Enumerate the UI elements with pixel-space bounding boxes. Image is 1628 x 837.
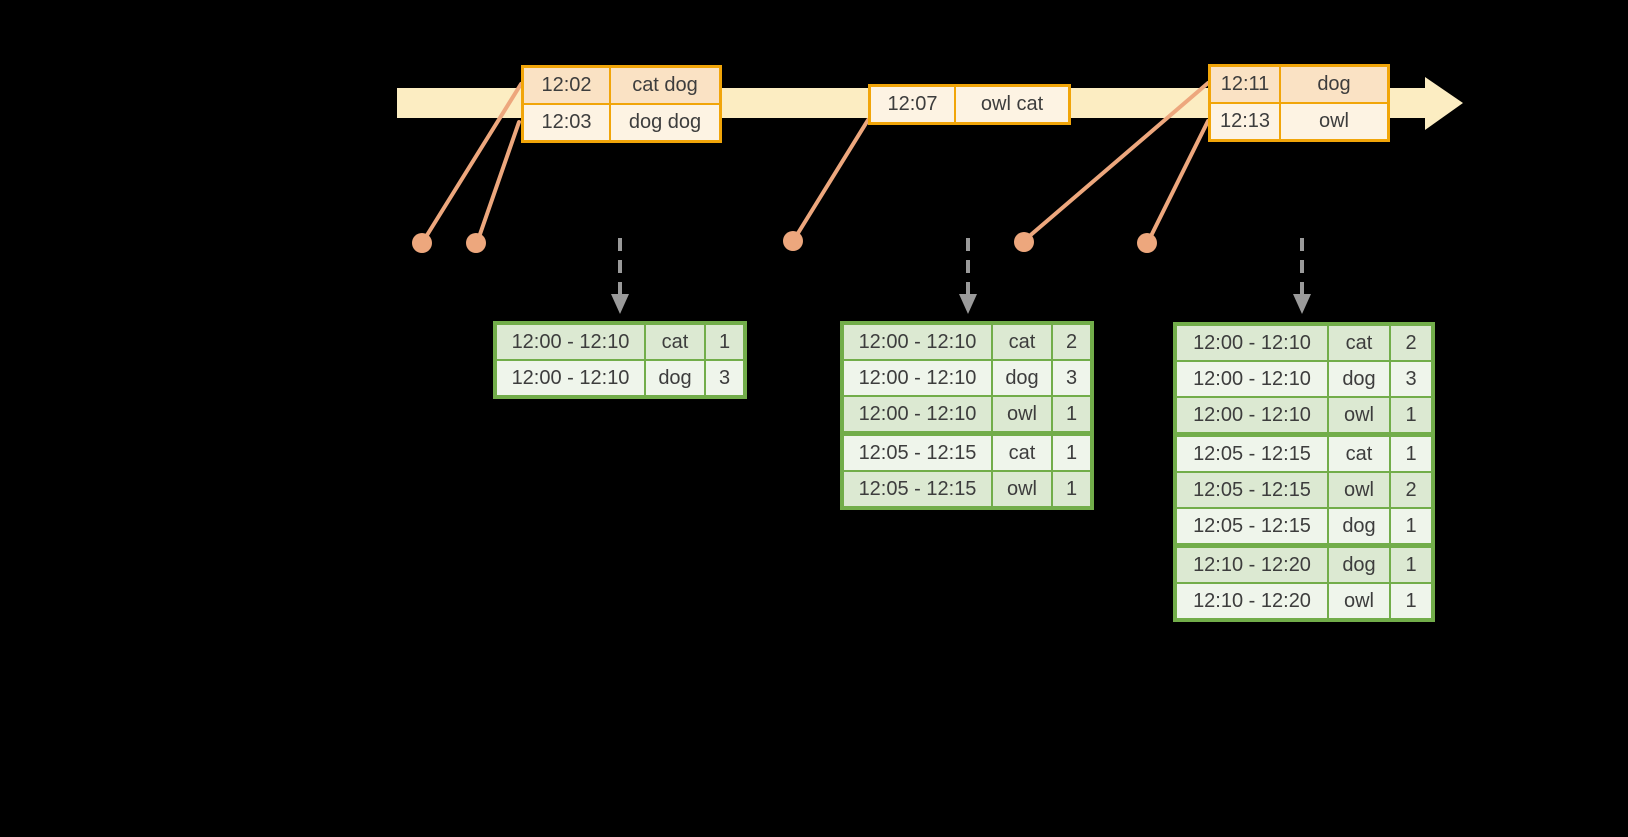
cell-key: owl bbox=[1329, 398, 1389, 432]
cell-words: owl cat bbox=[956, 87, 1068, 122]
cell-count: 2 bbox=[1391, 326, 1431, 360]
cell-key: dog bbox=[1329, 509, 1389, 543]
cell-key: cat bbox=[646, 325, 704, 359]
cell-key: cat bbox=[993, 436, 1051, 470]
timeline-arrowhead-icon bbox=[1425, 77, 1463, 130]
cell-count: 1 bbox=[1053, 436, 1090, 470]
event-connector-lines bbox=[422, 81, 1210, 242]
event-dot-icon bbox=[1014, 232, 1034, 252]
cell-count: 1 bbox=[1391, 398, 1431, 432]
event-dot-icon bbox=[412, 233, 432, 253]
event-dot-icon bbox=[466, 233, 486, 253]
cell-count: 3 bbox=[706, 361, 743, 395]
connector-line bbox=[476, 120, 521, 242]
cell-key: cat bbox=[1329, 437, 1389, 471]
trigger-arrowhead-icon bbox=[611, 294, 629, 314]
cell-count: 2 bbox=[1391, 473, 1431, 507]
cell-count: 1 bbox=[1391, 509, 1431, 543]
connector-line bbox=[1024, 81, 1210, 241]
cell-key: owl bbox=[993, 472, 1051, 506]
cell-key: cat bbox=[1329, 326, 1389, 360]
trigger-arrowhead-icon bbox=[1293, 294, 1311, 314]
cell-key: owl bbox=[1329, 584, 1389, 618]
cell-time: 12:13 bbox=[1211, 104, 1279, 139]
connector-line bbox=[422, 82, 523, 242]
cell-count: 3 bbox=[1391, 362, 1431, 396]
cell-key: dog bbox=[993, 361, 1051, 395]
event-dot-icon bbox=[783, 231, 803, 251]
cell-time: 12:02 bbox=[524, 68, 609, 103]
cell-key: owl bbox=[993, 397, 1051, 431]
cell-window: 12:00 - 12:10 bbox=[844, 361, 991, 395]
cell-window: 12:05 - 12:15 bbox=[1177, 437, 1327, 471]
cell-words: cat dog bbox=[611, 68, 719, 103]
cell-count: 1 bbox=[1391, 584, 1431, 618]
cell-window: 12:00 - 12:10 bbox=[844, 325, 991, 359]
cell-key: dog bbox=[1329, 362, 1389, 396]
cell-key: owl bbox=[1329, 473, 1389, 507]
event-dots bbox=[412, 231, 1157, 253]
cell-window: 12:00 - 12:10 bbox=[1177, 362, 1327, 396]
cell-time: 12:11 bbox=[1211, 67, 1279, 102]
cell-key: dog bbox=[1329, 548, 1389, 582]
cell-count: 2 bbox=[1053, 325, 1090, 359]
trigger-arrowhead-icon bbox=[959, 294, 977, 314]
cell-words: dog dog bbox=[611, 105, 719, 140]
cell-window: 12:00 - 12:10 bbox=[844, 397, 991, 431]
cell-words: owl bbox=[1281, 104, 1387, 139]
cell-window: 12:05 - 12:15 bbox=[844, 436, 991, 470]
cell-time: 12:03 bbox=[524, 105, 609, 140]
cell-window: 12:00 - 12:10 bbox=[497, 325, 644, 359]
cell-window: 12:00 - 12:10 bbox=[1177, 398, 1327, 432]
cell-window: 12:05 - 12:15 bbox=[1177, 473, 1327, 507]
connector-line bbox=[1147, 119, 1210, 242]
cell-count: 1 bbox=[1053, 472, 1090, 506]
cell-count: 1 bbox=[1391, 548, 1431, 582]
cell-key: cat bbox=[993, 325, 1051, 359]
cell-count: 1 bbox=[1391, 437, 1431, 471]
cell-time: 12:07 bbox=[871, 87, 954, 122]
cell-count: 1 bbox=[1053, 397, 1090, 431]
cell-window: 12:00 - 12:10 bbox=[497, 361, 644, 395]
window-trigger-arrows bbox=[611, 238, 1311, 314]
cell-count: 1 bbox=[706, 325, 743, 359]
cell-window: 12:10 - 12:20 bbox=[1177, 584, 1327, 618]
cell-words: dog bbox=[1281, 67, 1387, 102]
cell-window: 12:00 - 12:10 bbox=[1177, 326, 1327, 360]
connector-line bbox=[793, 118, 870, 240]
cell-key: dog bbox=[646, 361, 704, 395]
event-dot-icon bbox=[1137, 233, 1157, 253]
cell-count: 3 bbox=[1053, 361, 1090, 395]
cell-window: 12:10 - 12:20 bbox=[1177, 548, 1327, 582]
cell-window: 12:05 - 12:15 bbox=[1177, 509, 1327, 543]
cell-window: 12:05 - 12:15 bbox=[844, 472, 991, 506]
